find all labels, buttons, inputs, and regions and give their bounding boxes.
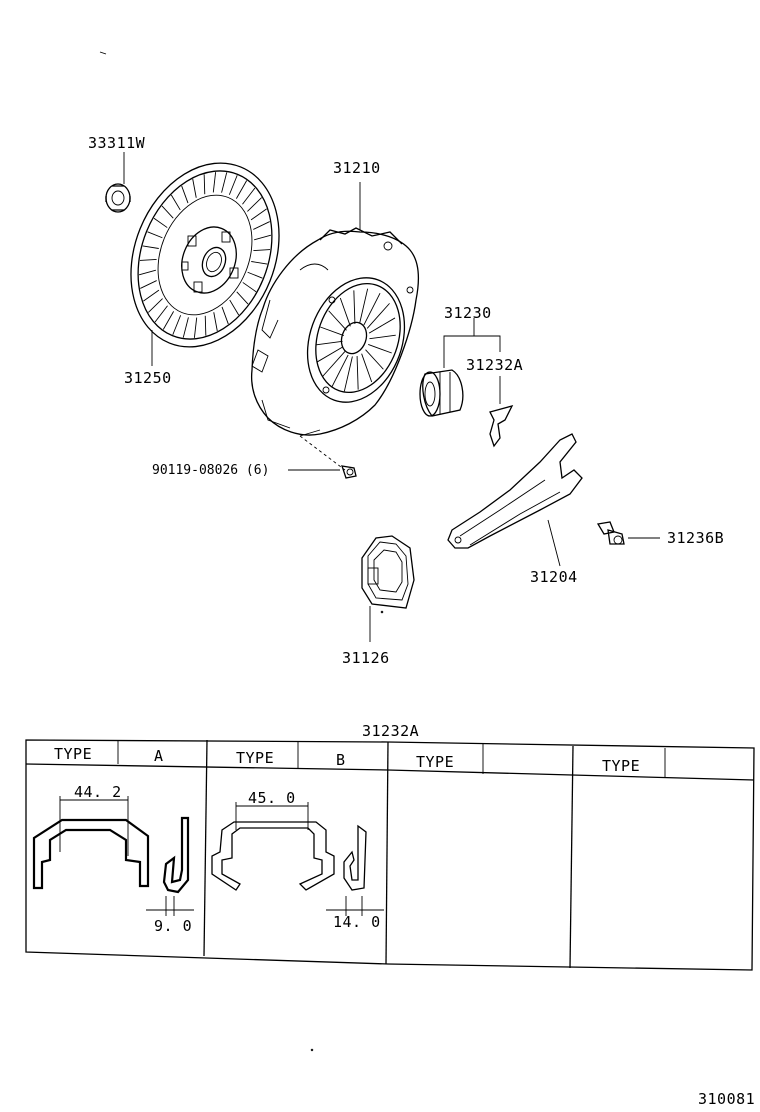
type-value-2: B — [336, 751, 346, 769]
cover-bolt: 90119-08026 (6) — [152, 463, 357, 479]
disc-segment-line — [253, 234, 272, 241]
diaphragm-finger-line — [368, 317, 396, 334]
disc-segment-line — [153, 217, 168, 228]
disc-segment-line — [253, 221, 270, 230]
disc-segment-line — [229, 299, 240, 316]
diaphragm-finger-line — [322, 351, 346, 377]
disc-segment-line — [181, 185, 189, 204]
disc-segment-line — [170, 194, 181, 211]
diaphragm-finger-line — [331, 354, 349, 387]
clutch-disc: 31250 — [124, 162, 280, 387]
disc-segment-line — [162, 311, 175, 330]
disc-segment-line — [251, 261, 268, 265]
disc-segment-line — [143, 289, 160, 302]
diaphragm-finger-line — [366, 303, 390, 329]
diaphragm-finger-line — [361, 353, 373, 383]
diaphragm-finger-line — [353, 290, 356, 324]
diaphragm-finger-line — [343, 356, 353, 392]
disc-segment-line — [242, 187, 256, 205]
disc-segment-line — [236, 291, 249, 305]
type-label-3: TYPE — [416, 753, 454, 771]
release-fork: 31204 — [447, 433, 583, 586]
type-value-1: A — [154, 747, 164, 765]
dim-depth-b: 14. 0 — [333, 913, 381, 931]
disc-segment-line — [253, 249, 271, 252]
figure-id: 310081 — [698, 1090, 755, 1108]
disc-segment-line — [140, 280, 157, 289]
diaphragm-finger-line — [320, 326, 344, 336]
label-clutch-cover: 31210 — [333, 159, 381, 177]
disc-segment-line — [250, 208, 267, 221]
disc-segment-line — [228, 175, 238, 195]
label-boot: 31126 — [342, 649, 390, 667]
diaphragm-finger-line — [356, 356, 359, 390]
label-release-fork: 31204 — [530, 568, 578, 586]
disc-segment-line — [204, 315, 207, 336]
label-release-clip: 31232A — [466, 356, 523, 374]
disc-segment-line — [235, 180, 248, 199]
type-label-1: TYPE — [54, 745, 92, 763]
label-pilot-bearing: 33311W — [88, 134, 146, 152]
disc-segment-line — [221, 172, 228, 193]
clip-type-b: 45. 0 14. 0 — [211, 789, 384, 931]
disc-segment-line — [148, 298, 163, 313]
disc-segment-line — [138, 269, 157, 276]
disc-segment-line — [142, 245, 159, 249]
diaphragm-finger-line — [363, 293, 381, 326]
type-label-2: TYPE — [236, 749, 274, 767]
release-bearing: 31230 31232A — [419, 304, 523, 448]
disc-segment-line — [147, 231, 163, 239]
disc-segment-line — [192, 178, 197, 198]
diaphragm-finger-line — [339, 297, 351, 327]
label-release-bearing: 31230 — [444, 304, 492, 322]
disc-segment-line — [161, 205, 174, 219]
diaphragm-finger-line — [365, 349, 384, 370]
clutch-cover: 31210 — [250, 159, 420, 471]
label-clutch-disc: 31250 — [124, 369, 172, 387]
disc-segment-line — [212, 172, 217, 193]
disc-segment-line — [193, 317, 198, 338]
disc-segment-line — [203, 174, 206, 195]
dim-width-b: 45. 0 — [248, 789, 296, 807]
diaphragm-finger-line — [316, 346, 344, 363]
disc-segment-line — [154, 305, 168, 323]
fork-bolt: 31236B — [596, 521, 724, 547]
disc-segment-line — [221, 306, 229, 325]
disc-segment-line — [139, 258, 157, 261]
disc-segment-line — [247, 197, 262, 212]
clip-type-table: 31232A TYPE A TYPE B TYPE TYPE 44. 2 9. … — [25, 722, 755, 971]
table-title: 31232A — [362, 722, 419, 740]
fork-boot: 31126 — [342, 535, 415, 667]
type-label-4: TYPE — [602, 757, 640, 775]
diaphragm-finger-line — [369, 334, 396, 340]
disc-segment-line — [182, 317, 189, 338]
disc-segment-line — [172, 315, 182, 335]
dim-width-a: 44. 2 — [74, 783, 122, 801]
label-fork-bolt: 31236B — [667, 529, 724, 547]
disc-segment-line — [213, 312, 218, 332]
diaphragm-finger-line — [316, 340, 343, 346]
clip-type-a: 44. 2 9. 0 — [32, 783, 194, 935]
diaphragm-finger-line — [359, 288, 369, 324]
diaphragm-finger-line — [368, 344, 392, 354]
disc-segment-line — [242, 282, 257, 293]
diaphragm-finger-line — [328, 310, 347, 331]
disc-segment-line — [247, 271, 263, 279]
pilot-bearing: 33311W — [88, 134, 146, 213]
dim-depth-a: 9. 0 — [154, 917, 192, 935]
label-bolt: 90119-08026 (6) — [152, 463, 269, 478]
